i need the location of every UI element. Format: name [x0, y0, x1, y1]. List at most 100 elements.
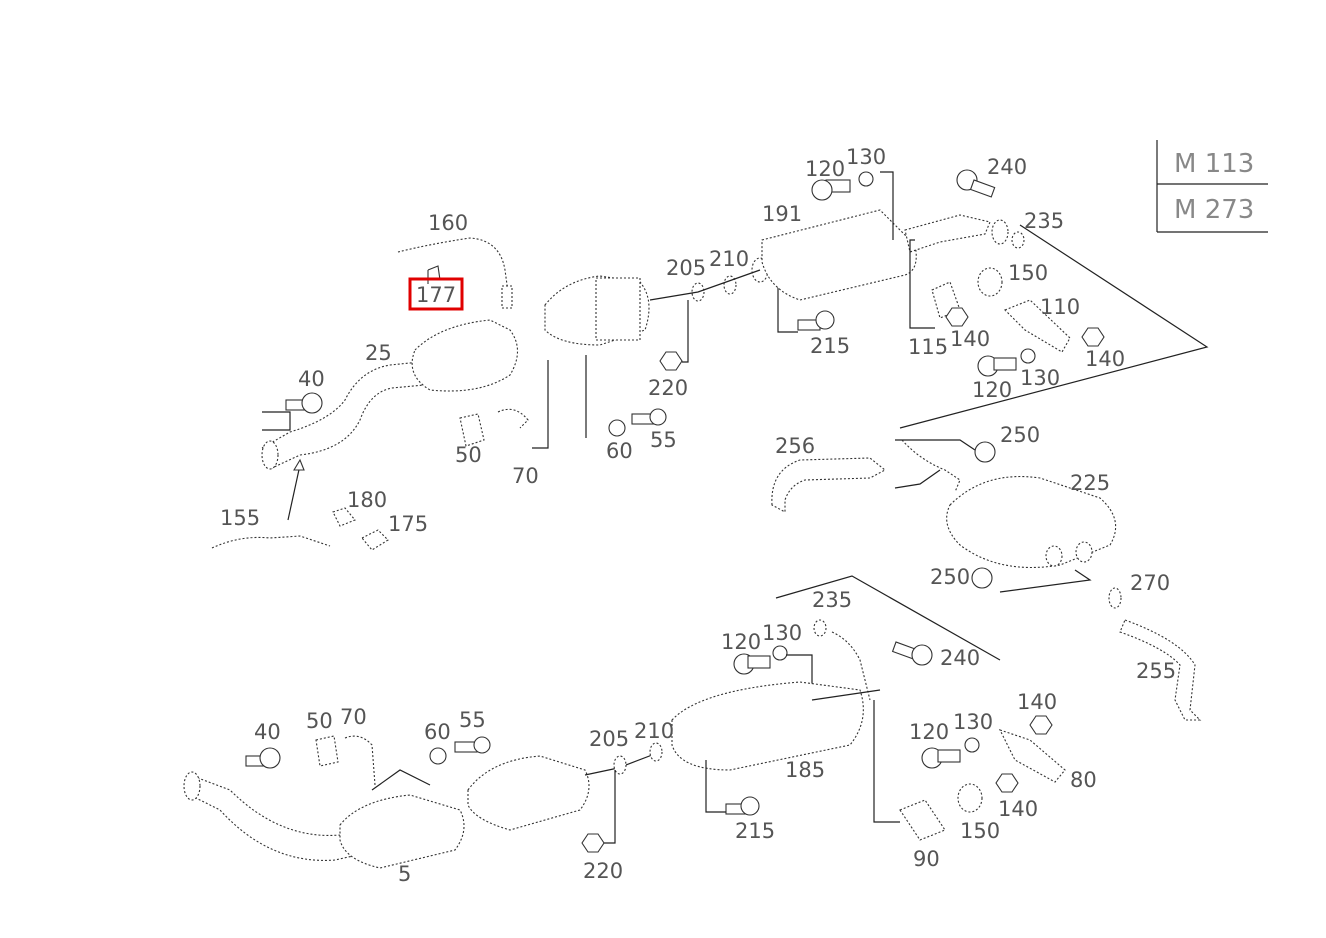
catalytic-converter[interactable] — [411, 319, 519, 392]
label-210-lower[interactable]: 210 — [634, 719, 674, 743]
label-220-lower[interactable]: 220 — [583, 859, 623, 883]
label-60-lower[interactable]: 60 — [424, 720, 451, 744]
nut-140a[interactable] — [945, 307, 969, 327]
label-177[interactable]: 177 — [416, 283, 456, 307]
label-70-upper[interactable]: 70 — [512, 464, 539, 488]
rubber-mount-150-lower[interactable] — [957, 783, 983, 813]
label-235-upper[interactable]: 235 — [1024, 209, 1064, 233]
nut-250a[interactable] — [974, 441, 996, 463]
bolt-215[interactable] — [797, 310, 835, 331]
label-205-lower[interactable]: 205 — [589, 727, 629, 751]
label-115[interactable]: 115 — [908, 335, 948, 359]
bracket-70[interactable] — [497, 408, 529, 429]
label-160[interactable]: 160 — [428, 211, 468, 235]
gasket-210[interactable] — [723, 275, 737, 295]
label-210-upper[interactable]: 210 — [709, 247, 749, 271]
label-120-lower[interactable]: 120 — [721, 630, 761, 654]
nut-140-lower-b[interactable] — [995, 773, 1019, 793]
label-140-upper-a[interactable]: 140 — [950, 327, 990, 351]
label-240-lower[interactable]: 240 — [940, 646, 980, 670]
label-120-lower-right[interactable]: 120 — [909, 720, 949, 744]
middle-muffler-185[interactable] — [671, 681, 864, 771]
tailpipe-255[interactable] — [1119, 619, 1202, 721]
tailpipe-256[interactable] — [771, 457, 886, 513]
washer-130-lower-right[interactable] — [964, 737, 980, 753]
label-5[interactable]: 5 — [398, 862, 411, 886]
label-140-upper-b[interactable]: 140 — [1085, 347, 1125, 371]
washer-130[interactable] — [858, 171, 874, 187]
label-155[interactable]: 155 — [220, 506, 260, 530]
label-240-upper[interactable]: 240 — [987, 155, 1027, 179]
label-55-upper[interactable]: 55 — [650, 428, 677, 452]
bolt-40[interactable] — [285, 392, 323, 414]
front-pipe-25[interactable] — [261, 361, 425, 469]
rubber-mount-150[interactable] — [977, 267, 1003, 297]
bolt-240-lower[interactable] — [891, 641, 933, 666]
label-180[interactable]: 180 — [347, 488, 387, 512]
label-130-upper[interactable]: 130 — [846, 145, 886, 169]
label-256[interactable]: 256 — [775, 434, 815, 458]
clip-177[interactable] — [427, 265, 441, 284]
label-215-lower[interactable]: 215 — [735, 819, 775, 843]
catalytic-converter-5b[interactable] — [467, 755, 590, 831]
bolt-240[interactable] — [956, 169, 996, 198]
washer-130b[interactable] — [1020, 348, 1036, 364]
rear-muffler-225[interactable] — [946, 475, 1117, 569]
label-255[interactable]: 255 — [1136, 659, 1176, 683]
bolt-55[interactable] — [631, 408, 667, 426]
label-60-upper[interactable]: 60 — [606, 439, 633, 463]
bolt-215-lower[interactable] — [725, 796, 760, 816]
nut-140-lower-a[interactable] — [1029, 715, 1053, 735]
label-120-upper[interactable]: 120 — [805, 157, 845, 181]
oxygen-sensor-160[interactable] — [397, 237, 509, 293]
bracket-70-lower[interactable] — [344, 735, 376, 786]
label-215-upper[interactable]: 215 — [810, 334, 850, 358]
label-120-upper-b[interactable]: 120 — [972, 378, 1012, 402]
bolt-40-lower[interactable] — [245, 747, 281, 769]
label-220-upper[interactable]: 220 — [648, 376, 688, 400]
label-140-lower-a[interactable]: 140 — [1017, 690, 1057, 714]
label-55-lower[interactable]: 55 — [459, 708, 486, 732]
hanger-235[interactable] — [991, 219, 1009, 245]
washer-60-lower[interactable] — [429, 747, 447, 765]
label-205-upper[interactable]: 205 — [666, 256, 706, 280]
washer-130-lower[interactable] — [772, 645, 788, 661]
bolt-120[interactable] — [811, 179, 851, 201]
nut-250b[interactable] — [971, 567, 993, 589]
oxygen-sensor-155[interactable] — [211, 535, 331, 549]
bracket-50-lower[interactable] — [315, 735, 339, 767]
bracket-80[interactable] — [998, 729, 1066, 783]
label-185[interactable]: 185 — [785, 758, 825, 782]
hanger-235-lower[interactable] — [831, 631, 871, 701]
label-40-lower[interactable]: 40 — [254, 720, 281, 744]
label-250-b[interactable]: 250 — [930, 565, 970, 589]
gasket-210-lower[interactable] — [649, 742, 663, 762]
label-130-upper-b[interactable]: 130 — [1020, 366, 1060, 390]
label-225[interactable]: 225 — [1070, 471, 1110, 495]
label-130-lower-right[interactable]: 130 — [953, 710, 993, 734]
label-25[interactable]: 25 — [365, 341, 392, 365]
nut-140b[interactable] — [1081, 327, 1105, 347]
washer-60[interactable] — [608, 419, 626, 437]
catalytic-converter-5[interactable] — [339, 794, 465, 869]
label-270[interactable]: 270 — [1130, 571, 1170, 595]
nut-220[interactable] — [659, 351, 683, 371]
bracket-50[interactable] — [459, 413, 485, 447]
bolt-120-lower-right[interactable] — [921, 747, 961, 769]
bolt-120-lower[interactable] — [733, 653, 771, 675]
label-250-a[interactable]: 250 — [1000, 423, 1040, 447]
clamp-270[interactable] — [1108, 587, 1122, 609]
bracket-90[interactable] — [899, 799, 946, 841]
label-110[interactable]: 110 — [1040, 295, 1080, 319]
label-150-lower[interactable]: 150 — [960, 819, 1000, 843]
gasket-205-lower[interactable] — [613, 755, 627, 775]
label-40-upper[interactable]: 40 — [298, 367, 325, 391]
label-140-lower-b[interactable]: 140 — [998, 797, 1038, 821]
middle-muffler-191[interactable] — [761, 209, 917, 301]
label-70-lower[interactable]: 70 — [340, 705, 367, 729]
clamp-175[interactable] — [361, 529, 389, 551]
label-175[interactable]: 175 — [388, 512, 428, 536]
nut-220-lower[interactable] — [581, 833, 605, 853]
bolt-55-lower[interactable] — [454, 736, 491, 754]
label-191[interactable]: 191 — [762, 202, 802, 226]
